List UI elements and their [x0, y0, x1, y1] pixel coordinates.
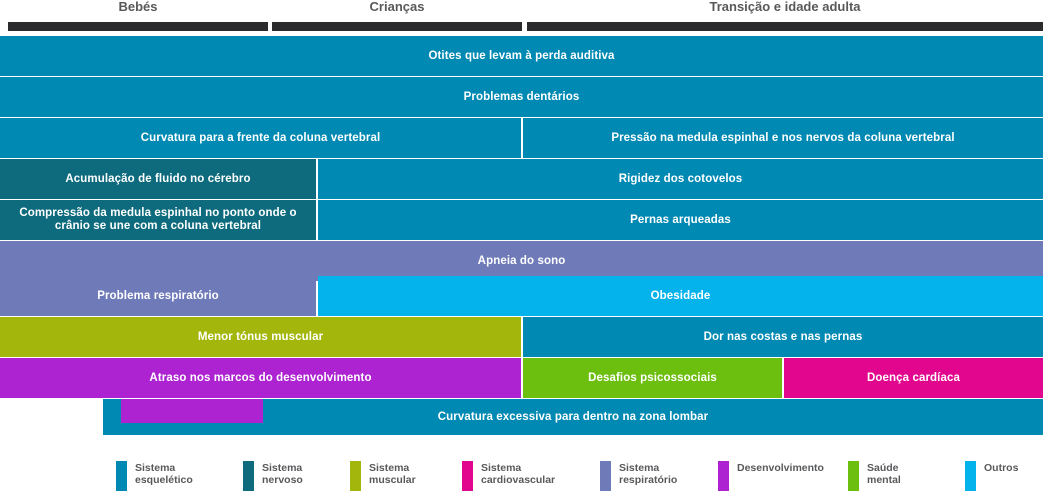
legend-swatch: [116, 461, 127, 491]
condition-label: Problemas dentários: [463, 90, 580, 103]
legend-swatch: [462, 461, 473, 491]
table-row: Menor tónus muscular Dor nas costas e nas…: [0, 317, 1043, 357]
legend-label: Desenvolvimento: [737, 462, 824, 474]
legend-label: Sistema nervoso: [262, 462, 303, 486]
table-row: Apneia do sono: [0, 241, 1043, 281]
condition-label: Acumulação de fluido no cérebro: [65, 172, 251, 185]
condition-cell[interactable]: Obesidade: [318, 276, 1043, 316]
condition-cell[interactable]: Doença cardíaca: [784, 358, 1043, 398]
condition-cell[interactable]: Problemas dentários: [0, 77, 1043, 117]
table-row: Acumulação de fluido no cérebro Rigidez d…: [0, 159, 1043, 199]
phase-rule-2: [527, 22, 1043, 31]
legend-item-4[interactable]: Sistema respiratório: [600, 461, 677, 491]
phase-label-1: Crianças: [369, 0, 425, 14]
table-row: Curvatura para a frente da coluna verteb…: [0, 118, 1043, 158]
condition-label: Curvatura para a frente da coluna verteb…: [140, 131, 381, 144]
condition-cell[interactable]: Otites que levam à perda auditiva: [0, 36, 1043, 76]
legend-label: Sistema muscular: [369, 462, 416, 486]
legend-swatch: [243, 461, 254, 491]
phase-rule-0: [8, 22, 268, 31]
legend-item-6[interactable]: Saúde mental: [848, 461, 901, 491]
legend-swatch: [718, 461, 729, 491]
condition-cell[interactable]: Pressão na medula espinhal e nos nervos …: [523, 118, 1043, 158]
legend-item-1[interactable]: Sistema nervoso: [243, 461, 303, 491]
legend-swatch: [600, 461, 611, 491]
legend-swatch: [848, 461, 859, 491]
condition-cell[interactable]: Pernas arqueadas: [318, 200, 1043, 240]
table-row: Compressão da medula espinhal no ponto o…: [0, 200, 1043, 240]
condition-cell[interactable]: Compressão da medula espinhal no ponto o…: [0, 200, 316, 240]
legend-swatch: [350, 461, 361, 491]
table-row: Atraso nos marcos do desenvolvimento Desa…: [0, 358, 1043, 398]
condition-label: Pernas arqueadas: [630, 213, 731, 226]
table-row: Problemas dentários: [0, 77, 1043, 117]
legend-item-0[interactable]: Sistema esquelético: [116, 461, 193, 491]
legend: Sistema esquelético Sistema nervoso Sistem…: [0, 455, 1048, 501]
condition-label: Atraso nos marcos do desenvolvimento: [149, 371, 372, 384]
condition-label: Dor nas costas e nas pernas: [703, 330, 863, 343]
legend-label: Sistema respiratório: [619, 462, 678, 486]
legend-item-3[interactable]: Sistema cardiovascular: [462, 461, 555, 491]
condition-label: Problema respiratório: [97, 289, 219, 302]
condition-label: Doença cardíaca: [867, 371, 960, 384]
condition-cell[interactable]: Desafios psicossociais: [523, 358, 782, 398]
phase-label-0: Bebés: [118, 0, 158, 14]
condition-label: Otites que levam à perda auditiva: [428, 49, 615, 62]
condition-cell[interactable]: Acumulação de fluido no cérebro: [0, 159, 316, 199]
development-overlay-block[interactable]: [121, 399, 263, 423]
phase-label-2: Transição e idade adulta: [709, 0, 861, 14]
phase-rule-1: [272, 22, 522, 31]
table-row: Problema respiratório Obesidade: [0, 276, 1043, 316]
condition-cell[interactable]: Atraso nos marcos do desenvolvimento: [0, 358, 521, 398]
condition-cell[interactable]: Curvatura para a frente da coluna verteb…: [0, 118, 521, 158]
legend-label: Sistema cardiovascular: [481, 462, 556, 486]
condition-cell[interactable]: Rigidez dos cotovelos: [318, 159, 1043, 199]
legend-label: Outros: [984, 462, 1019, 474]
condition-label: Obesidade: [650, 289, 711, 302]
condition-cell[interactable]: Dor nas costas e nas pernas: [523, 317, 1043, 357]
condition-label: Compressão da medula espinhal no ponto o…: [19, 207, 297, 232]
legend-item-7[interactable]: Outros: [965, 461, 1018, 491]
table-row: Otites que levam à perda auditiva: [0, 36, 1043, 76]
condition-cell[interactable]: Apneia do sono: [0, 241, 1043, 281]
legend-item-2[interactable]: Sistema muscular: [350, 461, 416, 491]
condition-cell[interactable]: Problema respiratório: [0, 276, 316, 316]
condition-cell[interactable]: Menor tónus muscular: [0, 317, 521, 357]
condition-label: Apneia do sono: [477, 254, 566, 267]
legend-label: Saúde mental: [867, 462, 901, 486]
legend-swatch: [965, 461, 976, 491]
condition-label: Rigidez dos cotovelos: [618, 172, 743, 185]
condition-label: Pressão na medula espinhal e nos nervos …: [611, 131, 955, 144]
legend-item-5[interactable]: Desenvolvimento: [718, 461, 824, 491]
legend-label: Sistema esquelético: [135, 462, 193, 486]
table-row: Curvatura excessiva para dentro na zona …: [0, 399, 1043, 435]
condition-label: Curvatura excessiva para dentro na zona …: [437, 410, 709, 423]
condition-label: Desafios psicossociais: [588, 371, 717, 384]
condition-label: Menor tónus muscular: [197, 330, 324, 343]
